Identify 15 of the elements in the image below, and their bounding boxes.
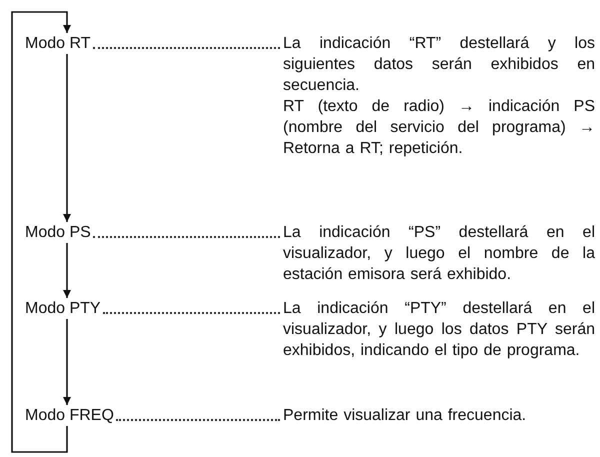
mode-entry xyxy=(25,298,595,361)
mode-entry xyxy=(25,33,595,159)
description-text: RT (texto de radio) → indicación PS (nombre del servicio del programa) → Retorna a RT; repetición. xyxy=(283,97,595,159)
mode-label: Modo RT xyxy=(25,34,91,54)
description-text: La indicación “PTY” destellará en el visualizador, y luego los datos PTY serán exhibidos, indicando el tipo de programa. xyxy=(283,299,595,361)
description-text: La indicación “RT” destellará y los siguientes datos serán exhibidos en secuencia. xyxy=(283,34,595,96)
mode-label: Modo PS xyxy=(25,223,91,243)
flow-arrow xyxy=(63,54,71,222)
mode-label: Modo PTY xyxy=(25,299,101,319)
flow-arrow xyxy=(11,11,71,453)
description-text: Permite visualizar una frecuencia. xyxy=(283,406,528,426)
flow-arrow xyxy=(63,319,71,405)
flow-arrow xyxy=(63,243,71,298)
mode-label: Modo FREQ xyxy=(25,406,114,426)
description-text: La indicación “PS” destellará en el visualizador, y luego el nombre de la estación emisora será exhibido. xyxy=(283,223,595,285)
